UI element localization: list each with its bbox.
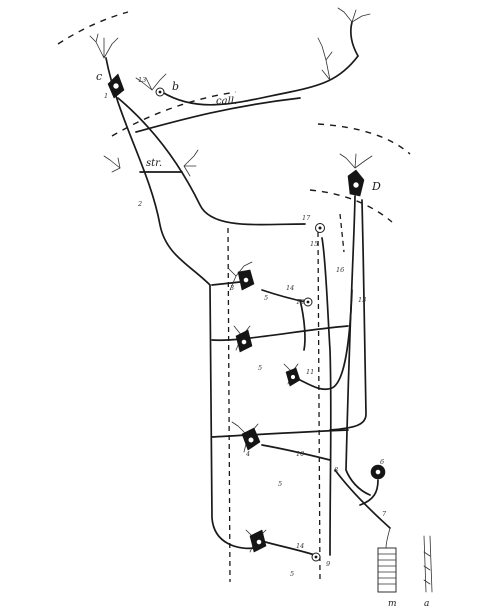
fiber-13-tract xyxy=(329,199,367,431)
neuron-5a xyxy=(235,329,253,353)
label-b: b xyxy=(172,80,179,93)
region-labels: c b call. str. D m a xyxy=(96,70,429,609)
numeral-10: 10 xyxy=(296,450,304,458)
neuron-D xyxy=(347,169,365,197)
numeral-14: 14 xyxy=(286,284,294,292)
neuron-6 xyxy=(370,464,386,480)
dendrite-top-right xyxy=(337,7,371,23)
numeral-15: 15 xyxy=(310,240,318,248)
fiber-loop-11 xyxy=(299,289,353,391)
numeral-2: 2 xyxy=(137,200,142,208)
numeral-14-bottom: 14 xyxy=(296,542,304,550)
numeral-8: 8 xyxy=(334,466,338,474)
neuron-17 xyxy=(315,223,325,233)
neuron-b xyxy=(155,87,165,97)
dendrite-str-left xyxy=(103,155,121,173)
neuron-c xyxy=(107,73,125,99)
fiber-callosal xyxy=(161,55,359,106)
numeral-11: 11 xyxy=(306,368,314,376)
fiber-collateral-2 xyxy=(211,325,349,342)
muscle-m xyxy=(377,527,397,593)
dendrite-c xyxy=(89,33,119,59)
dashed-columns xyxy=(227,213,345,583)
numeral-17: 17 xyxy=(302,214,311,222)
numerals: 13 1 2 17 15 16 14 12 13 3 5 5 11 10 4 5… xyxy=(104,76,387,578)
dendrite-str-right xyxy=(183,149,199,177)
fiber-14 xyxy=(261,289,307,303)
numeral-5-b: 5 xyxy=(258,364,262,372)
dashed-segment-upper xyxy=(339,213,345,253)
numeral-7: 7 xyxy=(382,510,387,518)
neuron-bottom xyxy=(249,529,267,553)
numeral-9: 9 xyxy=(326,560,330,568)
boundary-cortex xyxy=(111,91,237,137)
numeral-13-right: 13 xyxy=(358,296,366,304)
dashed-column-right xyxy=(317,231,321,581)
neurons xyxy=(107,73,386,562)
numeral-5-d: 5 xyxy=(290,570,294,578)
fiber-to-m xyxy=(334,469,391,529)
neuron-9 xyxy=(311,552,321,562)
label-m: m xyxy=(388,599,397,609)
dashed-column-left xyxy=(227,227,231,583)
fiber-pathways xyxy=(105,21,391,557)
label-call: call. xyxy=(216,96,237,107)
fiber-call-parallel xyxy=(135,97,301,133)
label-c: c xyxy=(96,70,102,83)
neuron-12 xyxy=(303,297,313,307)
boundary-top-left xyxy=(57,11,129,45)
numeral-1-top: 1 xyxy=(104,92,108,100)
fiber-callosal-end xyxy=(350,21,359,57)
fiber-descending-tract xyxy=(105,57,256,550)
label-a: a xyxy=(424,599,429,609)
fiber-upper-branch xyxy=(117,97,306,226)
region-boundaries xyxy=(57,11,411,223)
dendrite-D xyxy=(339,153,373,169)
fiber-from-D xyxy=(345,195,371,496)
fiber-a xyxy=(423,535,433,593)
fiber-collateral-1 xyxy=(211,281,241,286)
numeral-6: 6 xyxy=(380,458,384,466)
neuron-10 xyxy=(241,427,261,451)
fiber-bottom-14 xyxy=(257,539,319,557)
neuron-11 xyxy=(285,367,301,387)
fiber-column-16 xyxy=(321,237,332,556)
numeral-5-c: 5 xyxy=(278,480,282,488)
numeral-4: 4 xyxy=(245,450,250,458)
label-D: D xyxy=(371,180,381,193)
numeral-12: 12 xyxy=(296,298,304,306)
label-str: str. xyxy=(146,158,162,169)
dendrite-cell-3 xyxy=(227,261,253,291)
numeral-5-a: 5 xyxy=(264,294,268,302)
fiber-collateral-3 xyxy=(211,429,349,438)
boundary-upper-right xyxy=(317,123,411,155)
numeral-13-top: 13 xyxy=(138,76,146,84)
dendrite-call-branch xyxy=(317,37,333,81)
dendrite-b xyxy=(135,73,167,91)
boundary-D xyxy=(309,189,393,223)
fiber-collateral-4 xyxy=(261,444,331,461)
numeral-3: 3 xyxy=(230,284,234,292)
neuron-3 xyxy=(237,269,255,291)
numeral-16: 16 xyxy=(336,266,344,274)
fiber-cell-6 xyxy=(359,479,379,506)
fiber-12 xyxy=(299,299,306,351)
